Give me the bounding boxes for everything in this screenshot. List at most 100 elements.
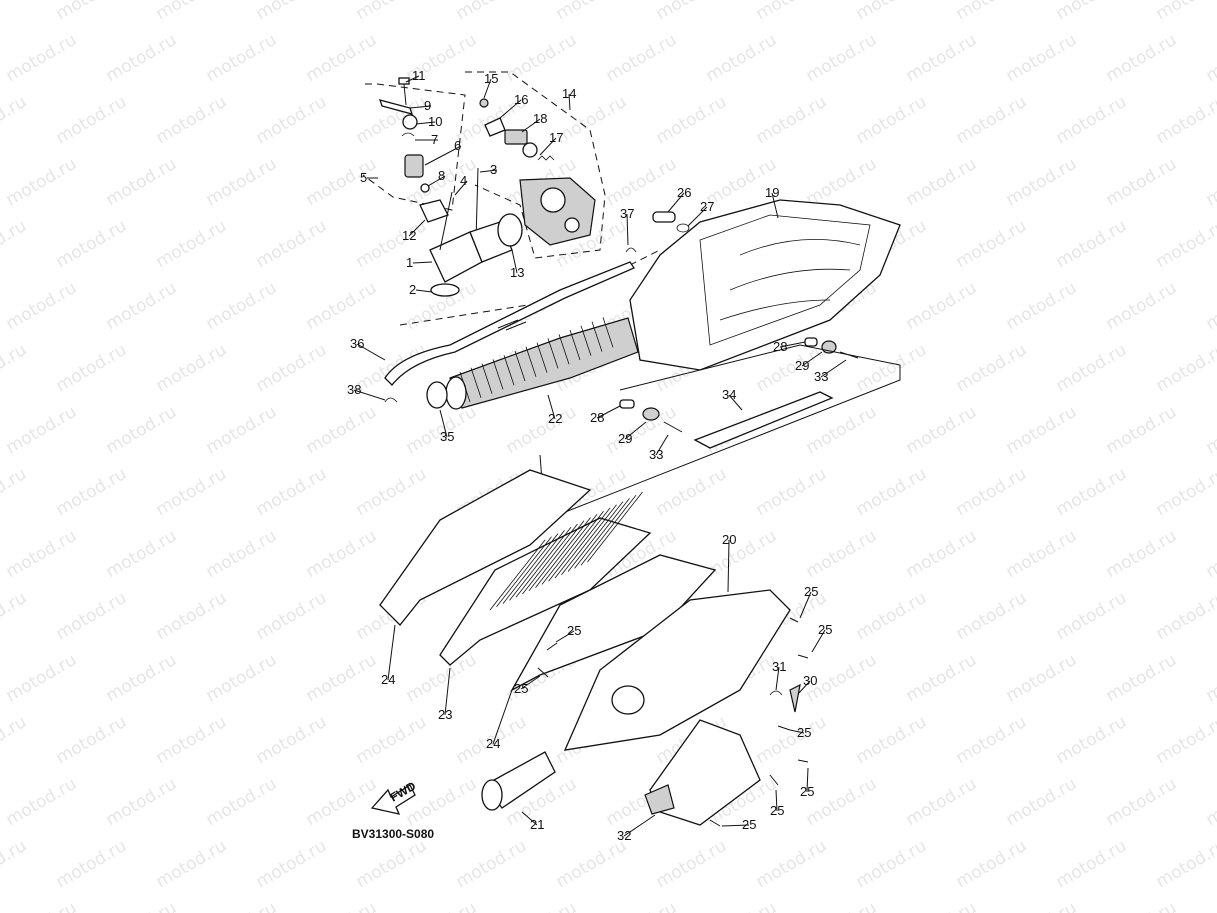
watermark-text: motod.ru <box>303 650 381 706</box>
duct-rib <box>591 321 603 352</box>
watermark-text: motod.ru <box>253 92 331 148</box>
watermark-text: motod.ru <box>1053 216 1131 272</box>
filter-element-23 <box>439 517 652 666</box>
callout-number: 2 <box>409 282 416 297</box>
callout-19: 19 <box>765 185 779 219</box>
watermark-text: motod.ru <box>803 526 881 582</box>
watermark-text: motod.ru <box>953 216 1031 272</box>
oring-2 <box>430 283 460 297</box>
watermark-text: motod.ru <box>153 712 231 768</box>
callout-leader <box>356 343 386 361</box>
filter-pleat <box>541 514 598 585</box>
watermark-text: motod.ru <box>753 836 831 892</box>
watermark-text: motod.ru <box>1053 464 1131 520</box>
watermark-text: motod.ru <box>1103 898 1181 913</box>
callout-leader <box>775 789 778 812</box>
filter-and-cover-group <box>379 469 809 827</box>
callout-leader <box>492 689 513 745</box>
filter-pleats <box>489 491 643 611</box>
duct-rib <box>470 367 482 398</box>
callout-leader <box>811 629 826 653</box>
callout-9: 9 <box>409 98 431 113</box>
callout-23: 23 <box>438 667 452 722</box>
callout-number: 33 <box>649 447 663 462</box>
duct-rib <box>459 371 471 403</box>
callout-number: 21 <box>530 817 544 832</box>
screw-3 <box>475 167 479 241</box>
callout-2: 2 <box>409 282 433 297</box>
watermark-text: motod.ru <box>803 30 881 86</box>
plug-26 <box>652 211 676 223</box>
watermark-text: motod.ru <box>1053 712 1131 768</box>
callout-leader <box>799 591 812 619</box>
watermark-text: motod.ru <box>653 0 731 24</box>
watermark-text: motod.ru <box>853 836 931 892</box>
callout-12: 12 <box>402 219 426 243</box>
screw-25-c <box>546 642 558 651</box>
watermark-text: motod.ru <box>1153 0 1217 24</box>
watermark-text: motod.ru <box>353 0 431 24</box>
callout-number: 32 <box>617 828 631 843</box>
callout-leader <box>444 667 451 716</box>
watermark-text: motod.ru <box>853 92 931 148</box>
callout-leader <box>655 434 669 456</box>
watermark-text: motod.ru <box>703 898 781 913</box>
callout-number: 10 <box>428 114 442 129</box>
callout-number: 38 <box>347 382 361 397</box>
filter-pleat <box>509 530 565 601</box>
watermark-text: motod.ru <box>1103 154 1181 210</box>
watermark-text: motod.ru <box>703 30 781 86</box>
duct-rib <box>514 350 526 382</box>
callout-number: 16 <box>514 92 528 107</box>
callout-number: 25 <box>770 803 784 818</box>
callout-number: 14 <box>562 86 576 101</box>
watermark-text: motod.ru <box>753 464 831 520</box>
callout-number: 25 <box>514 681 528 696</box>
watermark-text: motod.ru <box>353 712 431 768</box>
callout-number: 7 <box>431 132 438 147</box>
watermark-text: motod.ru <box>0 0 30 24</box>
watermark-text: motod.ru <box>1003 402 1081 458</box>
watermark-text: motod.ru <box>153 92 231 148</box>
duct-rib <box>525 346 537 377</box>
watermark-text: motod.ru <box>1103 30 1181 86</box>
watermark-text: motod.ru <box>103 154 181 210</box>
screw-25-d <box>537 667 549 678</box>
watermark-text: motod.ru <box>1153 836 1217 892</box>
callout-number: 9 <box>424 98 431 113</box>
watermark-text: motod.ru <box>3 154 81 210</box>
watermark-text: motod.ru <box>1053 92 1131 148</box>
callout-leader <box>801 351 823 367</box>
watermark-text: motod.ru <box>153 216 231 272</box>
callout-number: 25 <box>818 622 832 637</box>
callout-28: 28 <box>773 339 806 354</box>
filter-pleat <box>548 510 604 582</box>
duct-rib <box>569 329 581 361</box>
clip-38 <box>384 397 398 403</box>
callout-leader <box>415 289 433 293</box>
callout-leader <box>728 394 743 411</box>
air-cleaner-case-19 <box>629 199 901 371</box>
watermark-text: motod.ru <box>803 898 881 913</box>
intake-duct-group <box>384 247 661 410</box>
filter-pleat <box>489 539 546 611</box>
callout-leader <box>499 99 522 119</box>
watermark-text: motod.ru <box>1003 278 1081 334</box>
callout-leader <box>775 666 780 691</box>
callout-15: 15 <box>483 71 498 99</box>
watermark-text: motod.ru <box>853 464 931 520</box>
screw-25-e <box>777 725 791 731</box>
callout-leader <box>624 421 647 440</box>
callout-leader <box>667 192 685 213</box>
watermark-text: motod.ru <box>3 898 81 913</box>
bracket-16 <box>484 117 506 137</box>
watermark-text: motod.ru <box>1053 340 1131 396</box>
callout-17: 17 <box>539 130 563 156</box>
callout-5: 5 <box>360 170 378 185</box>
watermark-text: motod.ru <box>903 154 981 210</box>
callout-22: 22 <box>547 394 562 426</box>
callout-26: 26 <box>667 185 691 213</box>
watermark-text: motod.ru <box>203 278 281 334</box>
collar-28-right <box>804 337 818 347</box>
callout-33: 33 <box>649 434 669 462</box>
